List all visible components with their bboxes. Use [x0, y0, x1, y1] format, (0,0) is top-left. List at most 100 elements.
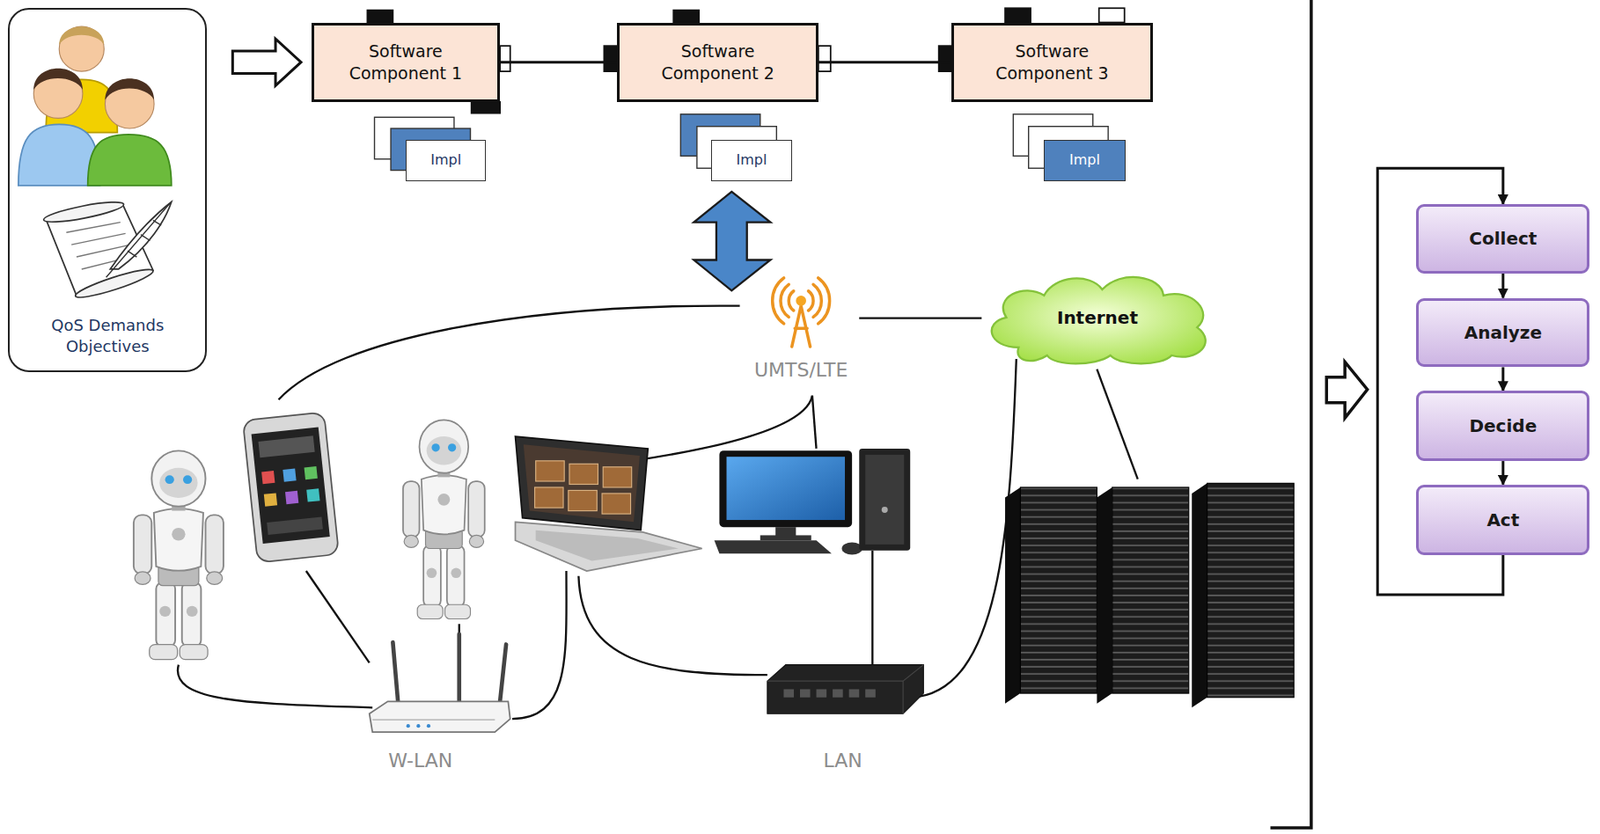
people-icon: [58, 26, 104, 45]
connector-line: [818, 60, 952, 64]
component-port: [1099, 7, 1125, 23]
cloud-shape: [991, 277, 1206, 364]
server-rack: [1191, 483, 1207, 708]
phone-icon: [304, 466, 318, 480]
router-icon: [369, 701, 511, 733]
scroll-icon: [42, 198, 125, 226]
phone-icon: [242, 411, 339, 563]
node-text: Analyze: [1464, 321, 1542, 345]
deployment-double-arrow: [693, 191, 771, 291]
antenna-icon: [772, 278, 794, 324]
component-box: Software Component 1: [311, 22, 500, 103]
phone-icon: [264, 492, 278, 507]
loop-step-box: Analyze: [1416, 298, 1590, 368]
network-wire: [278, 306, 741, 401]
variant-box: Impl: [711, 139, 793, 183]
network-wire: [578, 576, 767, 676]
loop-step-box: Decide: [1416, 390, 1590, 462]
router-icon: [426, 724, 431, 728]
network-wire: [812, 396, 817, 449]
desktop-icon: [714, 540, 832, 554]
router-icon: [372, 719, 495, 721]
robot-figure: [403, 419, 485, 619]
node-text: Act: [1486, 508, 1520, 532]
connector-line: [1501, 461, 1505, 485]
node-text: Software Component 3: [976, 40, 1127, 84]
server-rack: [1020, 487, 1097, 694]
phone-icon: [306, 488, 320, 502]
scroll-icon: [73, 264, 156, 302]
desktop-icon: [760, 535, 812, 541]
people-icon: [58, 26, 104, 72]
switch-icon: [865, 689, 876, 698]
laptop-icon: [535, 487, 564, 508]
server-rack: [1112, 487, 1189, 694]
switch-icon: [832, 689, 844, 698]
desktop-icon: [726, 456, 845, 521]
loop-step-box: Act: [1416, 484, 1590, 556]
component-box: Software Component 3: [951, 22, 1154, 103]
laptop-icon: [515, 521, 703, 572]
section-bracket: [1326, 361, 1367, 419]
switch-icon: [767, 665, 924, 715]
loop-step-box: Collect: [1416, 204, 1590, 274]
network-label: W-LAN: [388, 748, 453, 771]
people-icon: [104, 78, 155, 100]
network-wire: [858, 316, 982, 319]
antenna-icon: [808, 278, 830, 324]
phone-icon: [285, 491, 299, 505]
switch-icon: [783, 689, 794, 698]
node-text: Software Component 1: [330, 40, 481, 84]
component-port: [673, 10, 699, 23]
component-box: Software Component 2: [616, 22, 818, 103]
laptop-icon: [515, 436, 703, 572]
server-rack: [1005, 483, 1294, 708]
server-rack: [1005, 487, 1021, 705]
router-icon: [406, 724, 411, 728]
router-icon: [416, 724, 420, 728]
laptop-icon: [535, 461, 565, 482]
phone-icon: [257, 435, 315, 458]
laptop-icon: [602, 467, 632, 488]
laptop-icon: [515, 436, 649, 531]
component-port: [939, 45, 952, 72]
component-port: [1005, 7, 1031, 23]
laptop-icon: [523, 444, 640, 522]
phone-icon: [251, 426, 331, 544]
antenna-icon: [792, 306, 811, 347]
node-text: Internet: [1056, 306, 1138, 330]
connector-line: [1501, 366, 1505, 391]
component-port: [499, 45, 511, 72]
robot-figure: [133, 450, 224, 660]
server-rack: [1207, 483, 1295, 698]
node-text: Impl: [735, 151, 767, 170]
node-text: Collect: [1468, 227, 1537, 250]
laptop-icon: [568, 490, 597, 511]
desktop-icon: [714, 448, 911, 556]
switch-icon: [816, 689, 828, 698]
desktop-icon: [719, 450, 852, 528]
server-rack: [1096, 487, 1112, 705]
node-text: Software Component 2: [643, 40, 793, 84]
variant-box: Impl: [405, 139, 485, 183]
desktop-icon: [858, 448, 911, 551]
network-wire: [177, 665, 373, 709]
switch-icon: [849, 689, 860, 698]
node-text: Impl: [430, 151, 462, 170]
section-bracket: [1270, 0, 1312, 829]
phone-icon: [282, 468, 296, 482]
desktop-icon: [865, 455, 904, 545]
network-wire: [512, 571, 567, 720]
node-text: QoS Demands Objectives: [36, 315, 178, 357]
network-wire: [306, 571, 370, 663]
antenna-icon: [772, 278, 830, 347]
component-port: [603, 45, 617, 72]
section-bracket: [1270, 0, 1368, 829]
network-label: UMTS/LTE: [754, 358, 848, 381]
laptop-icon: [535, 530, 679, 562]
component-port: [366, 10, 393, 23]
scroll-icon: [42, 198, 172, 302]
